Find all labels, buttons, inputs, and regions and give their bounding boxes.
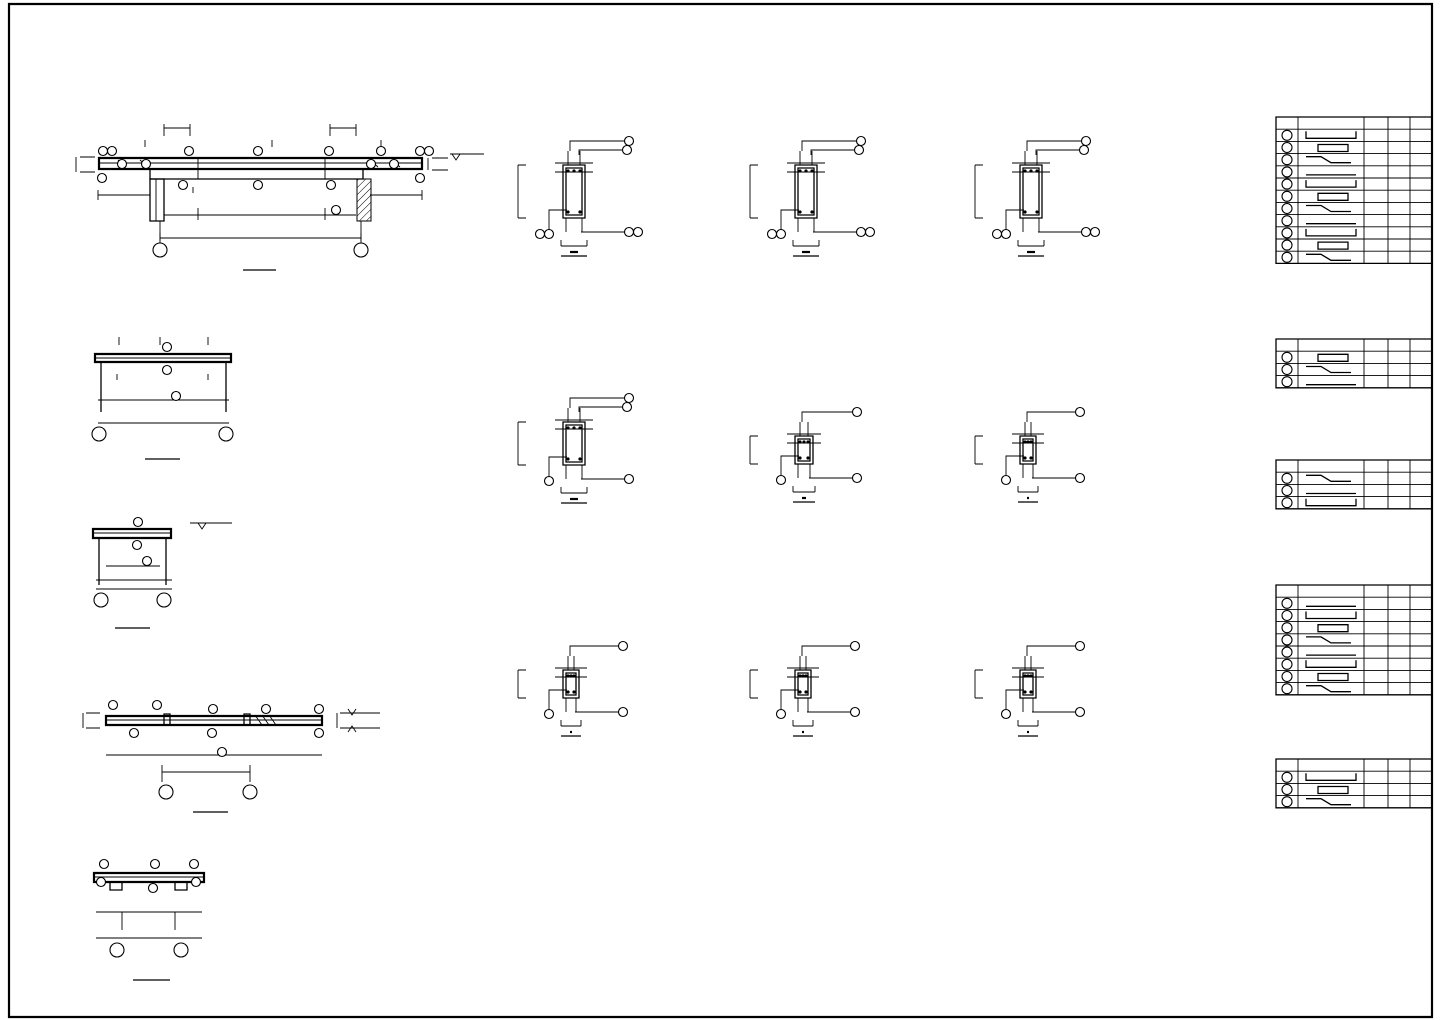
section-details — [518, 137, 1100, 737]
schedule-mark-bubble — [1282, 216, 1292, 226]
grid-axis-bubble — [110, 943, 124, 957]
schedule-mark-bubble — [1282, 130, 1292, 140]
grid-axis-bubble — [94, 593, 108, 607]
beam-elevation-3 — [93, 518, 232, 629]
schedule-mark-bubble — [1282, 486, 1292, 496]
grid-axis-bubble — [243, 785, 257, 799]
schedule-mark-bubble — [1282, 240, 1292, 250]
schedule-mark-bubble — [1282, 498, 1292, 508]
schedule-mark-bubble — [1282, 659, 1292, 669]
grid-axis-bubble — [219, 427, 233, 441]
schedule-mark-bubble — [1282, 352, 1292, 362]
schedule-mark-bubble — [1282, 204, 1292, 214]
section-4 — [518, 394, 634, 504]
section-3 — [975, 137, 1100, 257]
schedule-mark-bubble — [1282, 377, 1292, 387]
grid-axis-bubble — [159, 785, 173, 799]
grid-axis-bubble — [174, 943, 188, 957]
section-1 — [518, 137, 643, 257]
schedule-mark-bubble — [1282, 647, 1292, 657]
schedule-mark-bubble — [1282, 179, 1292, 189]
schedule-mark-bubble — [1282, 672, 1292, 682]
drawing-frame — [9, 4, 1432, 1017]
schedule-mark-bubble — [1282, 772, 1292, 782]
rebar-schedules — [1276, 117, 1432, 808]
schedule-mark-bubble — [1282, 684, 1292, 694]
schedule-mark-bubble — [1282, 623, 1292, 633]
beam-elevation-1 — [76, 124, 484, 270]
section-2 — [750, 137, 875, 257]
grid-axis-bubble — [354, 243, 368, 257]
rebar-schedule-3 — [1276, 460, 1432, 509]
section-9 — [975, 642, 1085, 737]
schedule-mark-bubble — [1282, 143, 1292, 153]
schedule-mark-bubble — [1282, 797, 1292, 807]
schedule-mark-bubble — [1282, 228, 1292, 238]
rebar-schedule-1 — [1276, 117, 1432, 263]
rebar-schedule-5 — [1276, 759, 1432, 808]
schedule-mark-bubble — [1282, 598, 1292, 608]
schedule-mark-bubble — [1282, 611, 1292, 621]
section-7 — [518, 642, 628, 737]
section-6 — [975, 408, 1085, 503]
schedule-mark-bubble — [1282, 252, 1292, 262]
schedule-mark-bubble — [1282, 785, 1292, 795]
grid-axis-bubble — [92, 427, 106, 441]
schedule-mark-bubble — [1282, 191, 1292, 201]
beam-elevation-2 — [92, 337, 233, 459]
schedule-mark-bubble — [1282, 155, 1292, 165]
schedule-mark-bubble — [1282, 167, 1292, 177]
section-8 — [750, 642, 860, 737]
rebar-schedule-2 — [1276, 339, 1432, 388]
beam-elevation-4 — [83, 701, 380, 813]
beam-elevation-5 — [94, 860, 204, 981]
schedule-mark-bubble — [1282, 473, 1292, 483]
grid-axis-bubble — [153, 243, 167, 257]
schedule-mark-bubble — [1282, 635, 1292, 645]
rebar-schedule-4 — [1276, 585, 1432, 695]
grid-axis-bubble — [157, 593, 171, 607]
section-5 — [750, 408, 862, 503]
schedule-mark-bubble — [1282, 365, 1292, 375]
